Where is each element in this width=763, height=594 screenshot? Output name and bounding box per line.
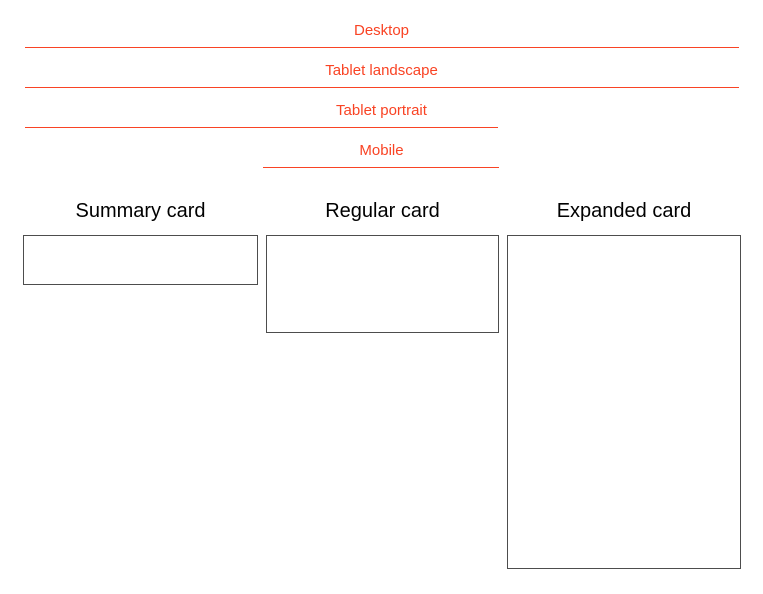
card-box-regular bbox=[266, 235, 499, 333]
card-heading-summary: Summary card bbox=[75, 200, 206, 222]
breakpoint-label-desktop: Desktop bbox=[353, 22, 410, 39]
breakpoint-line-desktop bbox=[25, 47, 739, 48]
breakpoint-line-tablet-portrait bbox=[25, 127, 498, 128]
breakpoint-label-tablet-portrait: Tablet portrait bbox=[336, 102, 427, 119]
breakpoint-line-mobile bbox=[263, 167, 499, 168]
card-heading-regular: Regular card bbox=[325, 200, 440, 222]
breakpoint-label-mobile: Mobile bbox=[359, 142, 404, 159]
card-box-summary bbox=[23, 235, 258, 285]
card-heading-expanded: Expanded card bbox=[556, 200, 692, 222]
breakpoint-line-tablet-landscape bbox=[25, 87, 739, 88]
breakpoint-label-tablet-landscape: Tablet landscape bbox=[325, 62, 438, 79]
card-box-expanded bbox=[507, 235, 741, 569]
